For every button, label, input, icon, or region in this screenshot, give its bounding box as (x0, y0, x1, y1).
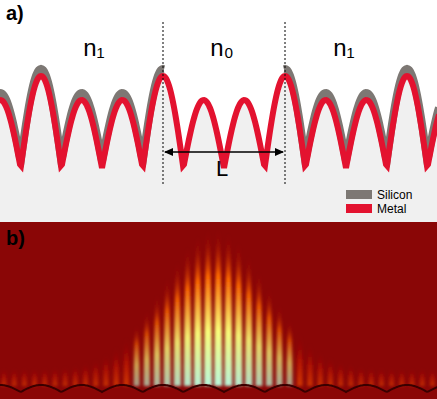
grating-profile (0, 22, 437, 222)
field-lobe (22, 368, 27, 386)
field-lobe (12, 368, 17, 386)
arrow-head (164, 148, 284, 156)
field-lobe (245, 256, 252, 386)
field-lobe (379, 367, 384, 386)
field-lobe (224, 233, 232, 386)
metal-layer (0, 76, 437, 168)
field-lobe (52, 367, 57, 386)
field-lobe (235, 242, 243, 386)
field-lobe (420, 368, 425, 386)
field-lobe (358, 366, 363, 386)
field-lobe (348, 364, 353, 386)
index-label: n₁ (83, 36, 104, 60)
field-lobe (194, 236, 202, 386)
field-background (0, 222, 437, 399)
index-label: n₁ (333, 36, 354, 60)
field-lobe (297, 333, 303, 386)
length-label: L (216, 158, 228, 180)
field-lobe (328, 357, 333, 386)
field-lobe (214, 228, 222, 386)
field-lobe (369, 367, 374, 386)
field-lobe (164, 278, 171, 386)
field-lobe (83, 362, 88, 386)
field-lobe (255, 272, 262, 386)
field-lobe (184, 247, 192, 386)
field-lobe (430, 368, 435, 386)
field-lobe (63, 366, 68, 386)
field-lobe (113, 347, 118, 386)
field-lobe (103, 354, 108, 386)
field-lobe (32, 368, 37, 386)
field-lobe (42, 367, 47, 386)
field-lobe (338, 361, 343, 386)
field-lobe (73, 365, 78, 386)
legend-text: Silicon (377, 189, 412, 201)
field-lobe (174, 261, 181, 386)
field-lobe (266, 289, 273, 386)
field-lobe (276, 305, 282, 386)
field-lobe (134, 325, 140, 386)
region-boundary (163, 22, 164, 185)
panel-label: b) (6, 228, 25, 248)
field-lobe (144, 311, 150, 386)
field-lobe (1, 368, 6, 386)
length-arrow (165, 151, 283, 153)
field-lobe (154, 295, 161, 386)
field-lobe (124, 337, 130, 386)
field-map (0, 222, 437, 399)
legend-swatch (346, 190, 372, 199)
field-lobe (93, 359, 98, 386)
index-label: n₀ (210, 36, 233, 60)
legend-text: Metal (377, 203, 406, 215)
region-boundary (285, 22, 286, 185)
field-lobe (399, 368, 404, 386)
field-lobe (287, 320, 293, 386)
legend-swatch (346, 204, 372, 213)
grating-outline (0, 385, 437, 392)
field-lobe (204, 229, 212, 386)
panel-label: a) (6, 3, 24, 23)
field-lobe (389, 368, 394, 386)
field-lobe (318, 351, 323, 386)
field-lobe (307, 343, 313, 386)
field-lobe (409, 368, 414, 386)
